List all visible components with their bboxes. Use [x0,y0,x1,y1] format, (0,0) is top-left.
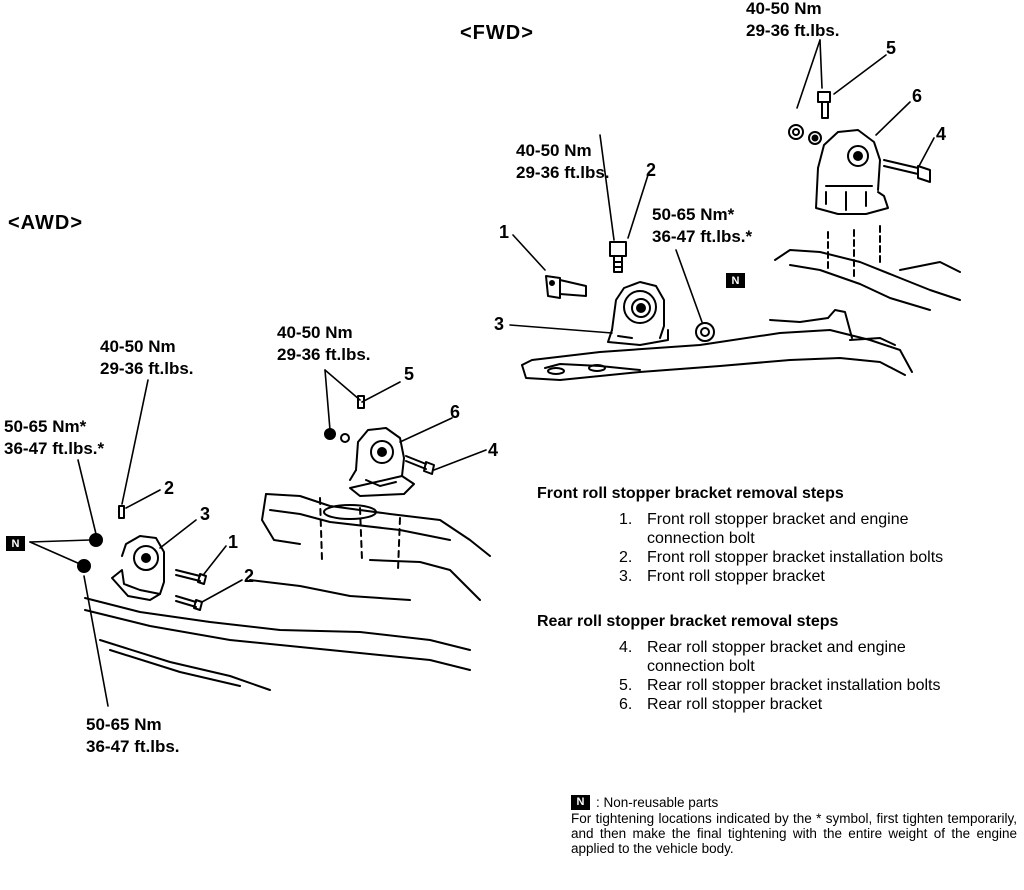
awd-callout-2-lower: 2 [244,566,255,586]
awd-bolt-1 [175,569,207,585]
fwd-callout-6: 6 [912,86,923,106]
awd-leaders [29,369,487,707]
awd-bolt-2-upper [118,505,125,519]
fwd-title: <FWD> [460,22,534,44]
front-removal-steps: Front roll stopper bracket removal steps… [537,484,1017,586]
fwd-callout-4: 4 [936,124,947,144]
tightening-note: For tightening locations indicated by th… [571,811,1017,856]
awd-bolt-4 [405,455,435,475]
awd-torque-nut: 50-65 Nm*36-47 ft.lbs.* [4,417,105,458]
awd-title: <AWD> [8,212,84,234]
fwd-nut [695,322,715,342]
fwd-crossmember [521,309,913,381]
rear-step-item: 5.Rear roll stopper bracket installation… [619,677,941,694]
front-step-item: 3.Front roll stopper bracket [619,568,825,585]
fwd-callout-5: 5 [886,38,897,58]
front-step-item: 2.Front roll stopper bracket installatio… [619,549,944,566]
fwd-torque-nut: 50-65 Nm*36-47 ft.lbs.* [652,205,753,246]
rear-removal-steps: Rear roll stopper bracket removal steps … [537,612,1017,714]
fwd-callout-2: 2 [646,160,657,180]
awd-rear-bracket [349,427,415,497]
non-reusable-legend: : Non-reusable parts [596,795,719,810]
awd-callout-3: 3 [200,504,211,524]
fwd-front-bracket [607,281,669,346]
fwd-non-reusable-badge: N [726,273,745,288]
rear-step-item: 6.Rear roll stopper bracket [619,696,823,713]
awd-body-frame [84,493,491,691]
fwd-leaders [509,39,935,334]
fwd-bolt-2 [609,241,627,273]
awd-front-bracket [111,535,165,601]
fwd-callout-3: 3 [494,314,505,334]
fwd-body-rail [774,249,961,311]
awd-callout-6: 6 [450,402,461,422]
fwd-washers [788,124,822,145]
awd-bolt-5 [357,395,365,409]
awd-callout-1: 1 [228,532,239,552]
awd-non-reusable-badge: N [6,536,25,551]
fwd-bolt-1 [545,275,587,299]
front-steps-heading: Front roll stopper bracket removal steps [537,485,844,502]
awd-callout-2-upper: 2 [164,478,175,498]
awd-washers [324,428,350,443]
awd-callout-5: 5 [404,364,415,384]
awd-bolt-2-lower [175,595,203,611]
non-reusable-legend-badge: N [571,795,590,810]
fwd-rear-bracket [815,129,889,277]
fwd-bolt-4 [883,159,931,183]
fwd-callout-1: 1 [499,222,510,242]
footnote: N : Non-reusable parts For tightening lo… [571,795,1017,856]
awd-callout-4: 4 [488,440,499,460]
rear-steps-heading: Rear roll stopper bracket removal steps [537,613,839,630]
fwd-bolt-5 [817,91,831,119]
